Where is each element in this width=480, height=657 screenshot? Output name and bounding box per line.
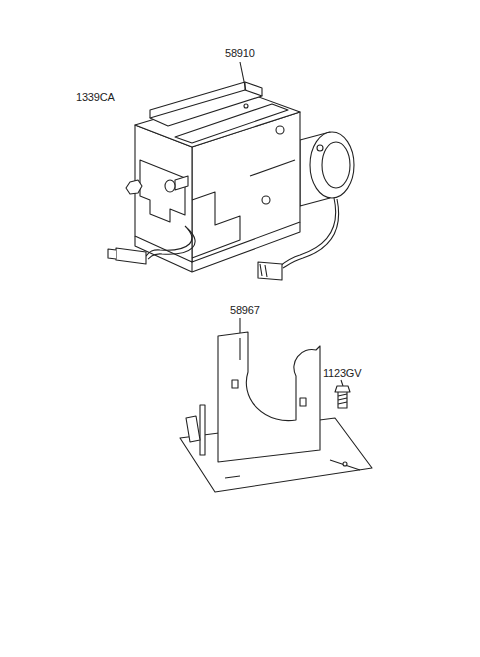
hydraulic-block [135, 82, 300, 272]
part-number: 1123GV [323, 368, 361, 379]
wire-harness [108, 198, 339, 280]
nut [126, 180, 142, 194]
pump-motor [300, 132, 354, 206]
part-number: 1339CA [76, 92, 115, 103]
leader-line [341, 380, 343, 386]
bolt [335, 386, 350, 408]
part-number: 58967 [230, 305, 260, 316]
part-number: 58910 [225, 48, 255, 59]
mounting-bracket [180, 332, 372, 492]
